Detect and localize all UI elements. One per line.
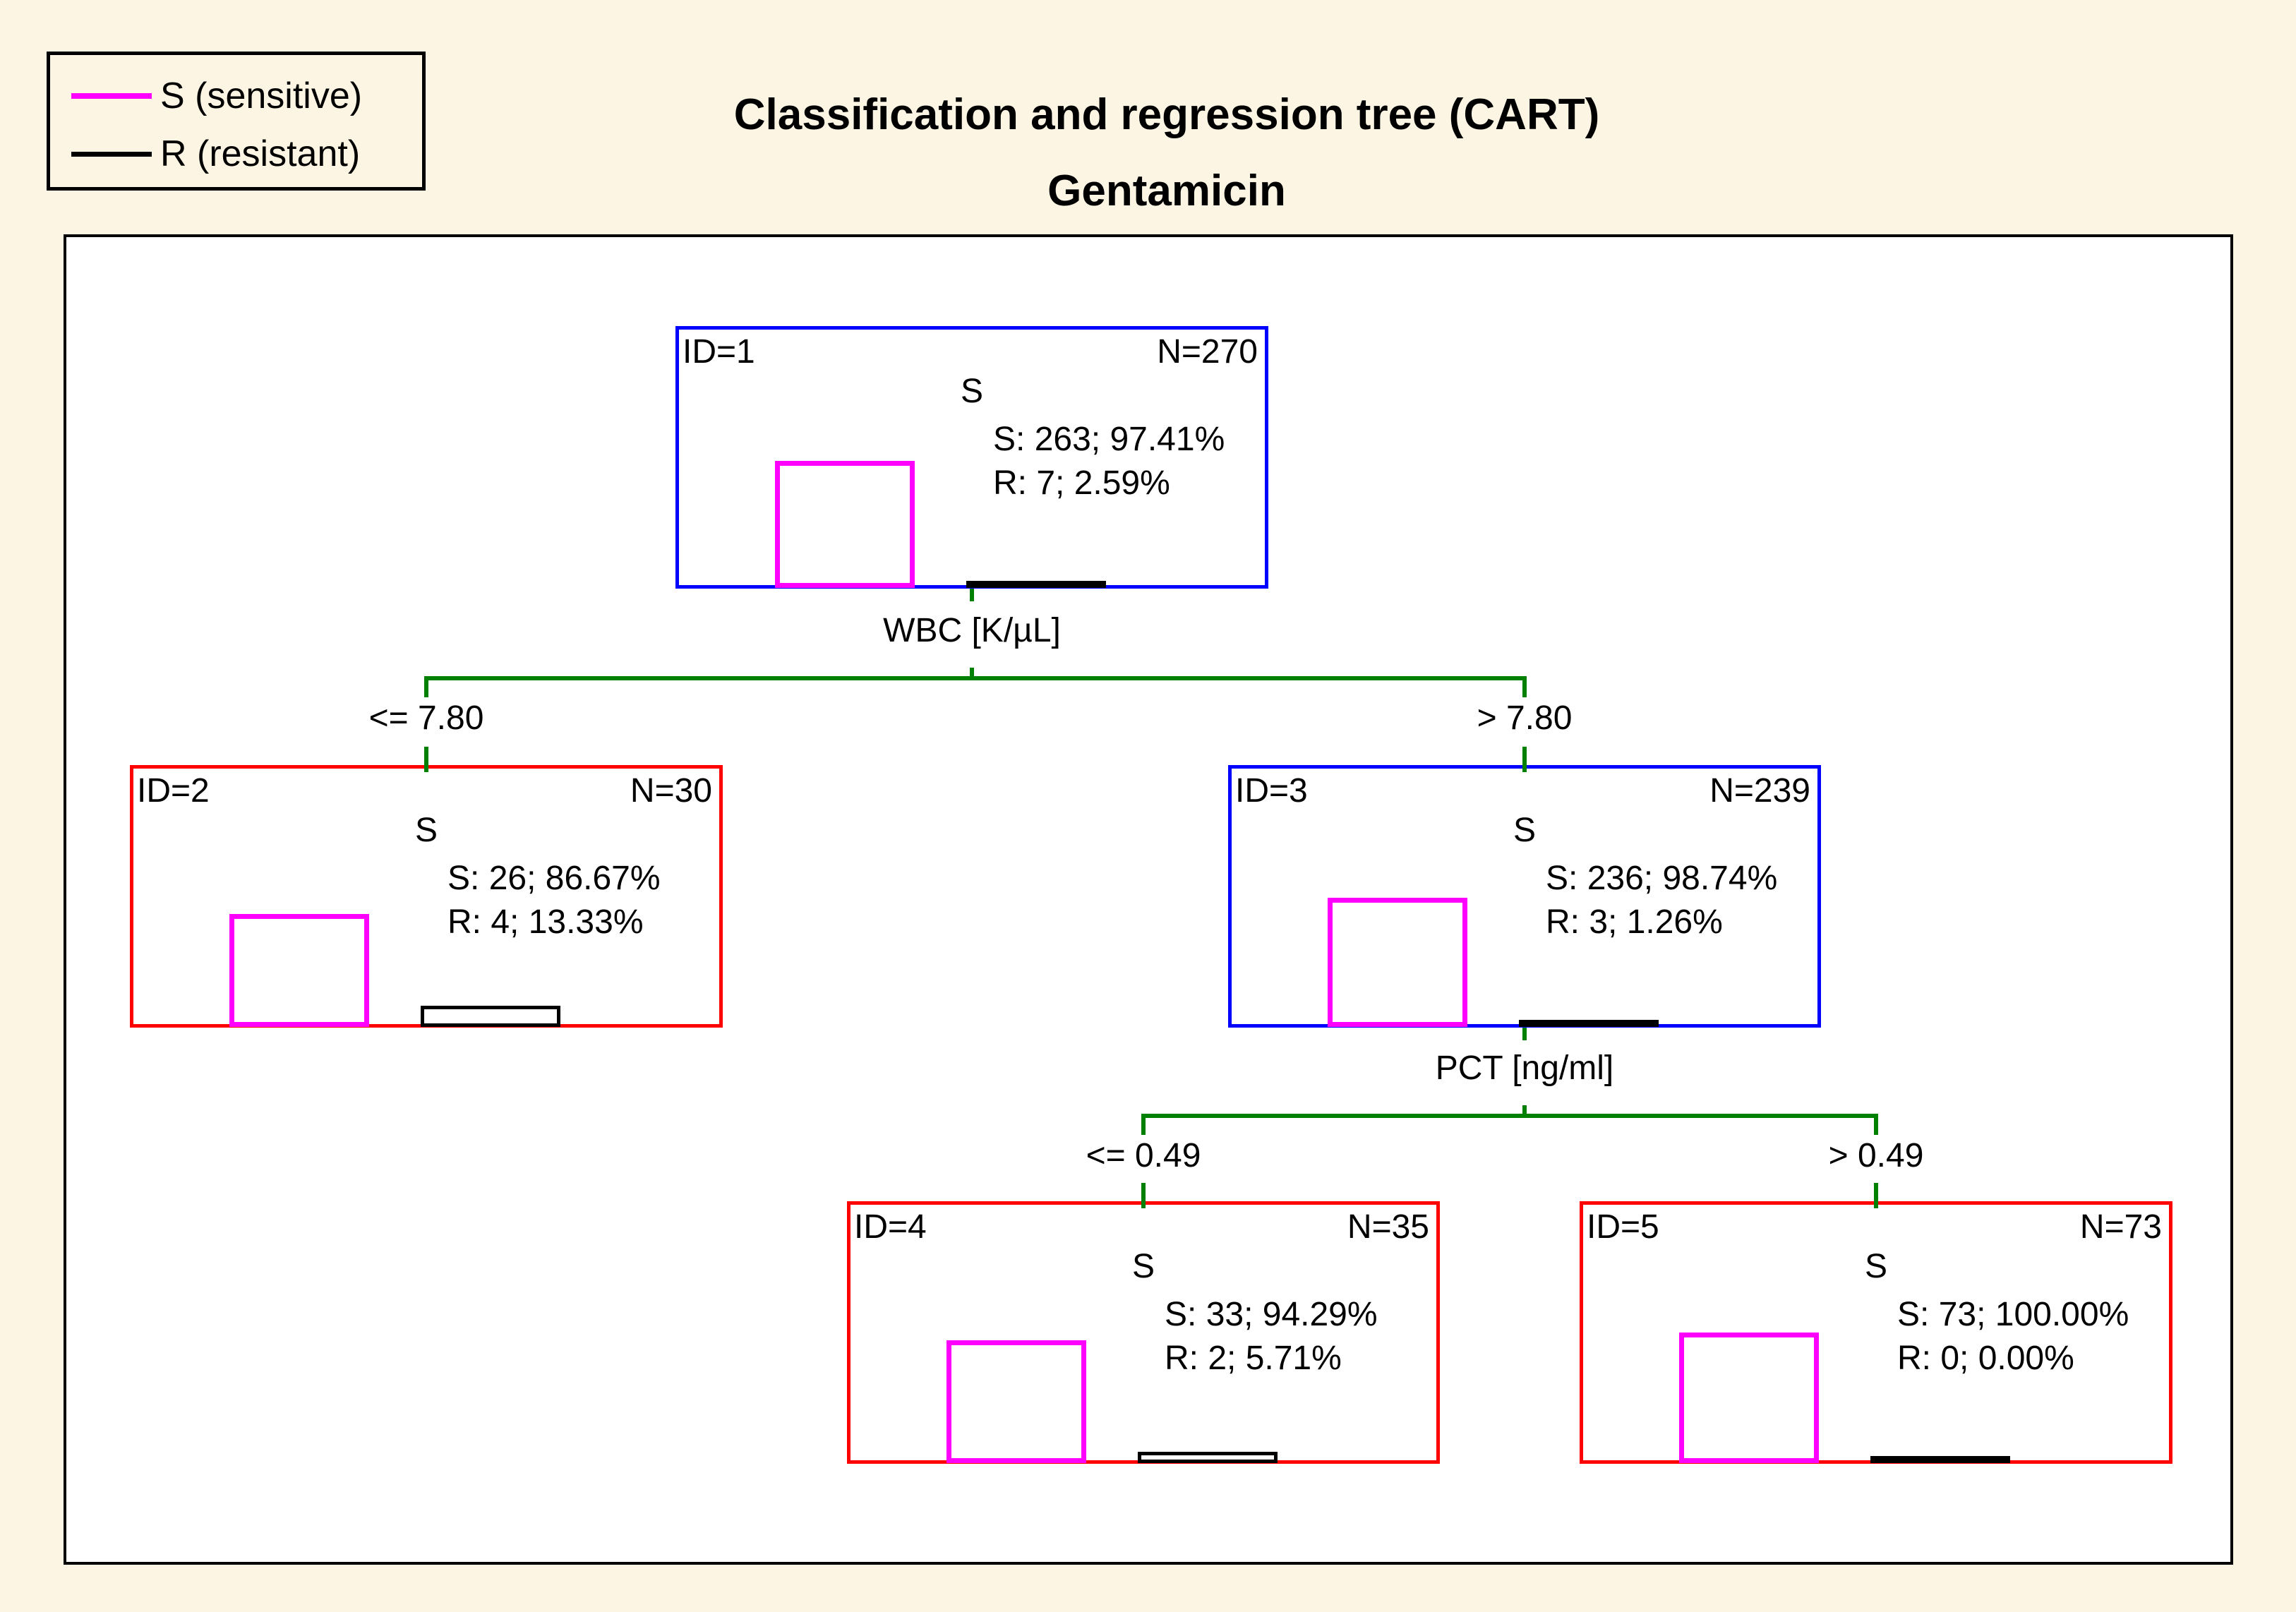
- r-bar: [1870, 1456, 2010, 1463]
- node-id-label: ID=4: [854, 1208, 927, 1246]
- legend-label-sensitive: S (sensitive): [160, 76, 363, 116]
- node-s-stats: S: 236; 98.74%: [1546, 860, 1778, 897]
- node-s-stats: S: 26; 86.67%: [447, 860, 661, 897]
- node-s-stats: S: 73; 100.00%: [1897, 1296, 2129, 1333]
- resistant-line-swatch: [71, 151, 152, 157]
- sensitive-line-swatch: [71, 93, 152, 99]
- connector-right-child-stub: [1874, 1183, 1878, 1208]
- node-r-stats: R: 4; 13.33%: [447, 903, 644, 941]
- connector-parent-stub: [970, 589, 974, 601]
- connector-left-drop: [424, 676, 428, 697]
- split-variable-label: WBC [K/µL]: [883, 612, 1061, 649]
- split-right-condition-label: > 7.80: [1477, 699, 1573, 737]
- connector-right-child-stub: [1522, 747, 1527, 772]
- s-bar: [946, 1340, 1086, 1463]
- node-r-stats: R: 7; 2.59%: [993, 464, 1170, 502]
- legend-label-resistant: R (resistant): [160, 133, 361, 174]
- s-bar: [229, 914, 369, 1027]
- split-left-condition-label: <= 0.49: [1086, 1137, 1201, 1174]
- node-r-stats: R: 0; 0.00%: [1897, 1340, 2074, 1377]
- r-bar: [966, 581, 1106, 588]
- node-id-label: ID=3: [1235, 772, 1308, 810]
- connector-mid-stub: [970, 668, 974, 676]
- split-variable-label: PCT [ng/ml]: [1435, 1049, 1614, 1087]
- s-bar: [1679, 1333, 1819, 1463]
- node-n-label: N=30: [630, 772, 712, 810]
- node-id-label: ID=2: [137, 772, 210, 810]
- node-class-label: S: [414, 812, 438, 849]
- legend-item-sensitive: S (sensitive): [71, 75, 362, 117]
- connector-left-drop: [1141, 1114, 1146, 1135]
- s-bar: [1328, 898, 1467, 1027]
- legend-item-resistant: R (resistant): [71, 133, 360, 175]
- node-n-label: N=270: [1157, 333, 1258, 371]
- node-id-label: ID=1: [683, 333, 755, 371]
- connector-horizontal-line: [1143, 1114, 1876, 1118]
- connector-horizontal-line: [426, 676, 1525, 680]
- node-n-label: N=35: [1347, 1208, 1429, 1246]
- node-class-label: S: [1864, 1248, 1887, 1285]
- node-n-label: N=73: [2079, 1208, 2162, 1246]
- r-bar: [1138, 1452, 1278, 1463]
- connector-right-drop: [1874, 1114, 1878, 1135]
- node-n-label: N=239: [1709, 772, 1810, 810]
- node-s-stats: S: 263; 97.41%: [993, 421, 1225, 458]
- r-bar: [421, 1006, 560, 1027]
- split-left-condition-label: <= 7.80: [368, 699, 484, 737]
- connector-mid-stub: [1522, 1105, 1527, 1114]
- connector-left-child-stub: [424, 747, 428, 772]
- chart-subtitle: Gentamicin: [1047, 167, 1286, 215]
- r-bar: [1519, 1020, 1659, 1027]
- s-bar: [775, 461, 915, 588]
- node-class-label: S: [960, 373, 983, 410]
- node-id-label: ID=5: [1587, 1208, 1659, 1246]
- node-r-stats: R: 3; 1.26%: [1546, 903, 1723, 941]
- split-right-condition-label: > 0.49: [1828, 1137, 1924, 1174]
- connector-left-child-stub: [1141, 1183, 1146, 1208]
- node-class-label: S: [1513, 812, 1536, 849]
- legend-box: S (sensitive) R (resistant): [47, 52, 426, 191]
- chart-title: Classification and regression tree (CART…: [733, 90, 1600, 139]
- node-class-label: S: [1131, 1248, 1155, 1285]
- node-s-stats: S: 33; 94.29%: [1165, 1296, 1378, 1333]
- node-r-stats: R: 2; 5.71%: [1165, 1340, 1342, 1377]
- connector-parent-stub: [1522, 1028, 1527, 1040]
- connector-right-drop: [1522, 676, 1527, 697]
